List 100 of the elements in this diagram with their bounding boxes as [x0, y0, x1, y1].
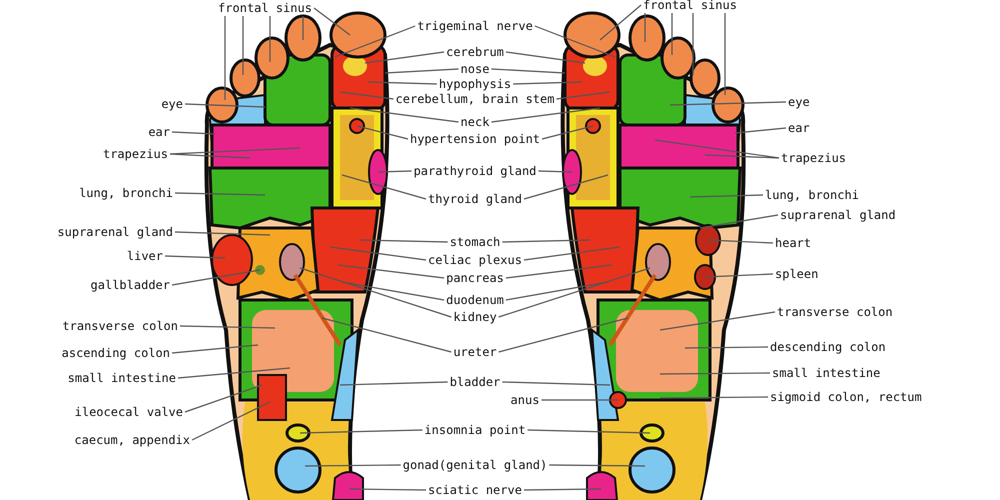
leader-line: [498, 317, 628, 353]
organ-label: gallbladder: [90, 277, 170, 293]
leader-line: [269, 16, 271, 62]
leader-line: [334, 25, 416, 58]
leader-line: [708, 239, 774, 244]
leader-line: [660, 311, 776, 331]
leader-line: [340, 381, 448, 386]
leader-line: [524, 246, 620, 261]
leader-line: [174, 192, 266, 196]
organ-label: lung, bronchi: [79, 185, 173, 201]
leader-line: [350, 107, 459, 123]
leader-line: [498, 267, 650, 318]
leader-line: [330, 246, 426, 261]
leader-line: [192, 401, 270, 441]
organ-label: nose: [460, 61, 490, 77]
leader-line: [172, 344, 258, 354]
leader-line: [184, 103, 266, 108]
leader-line: [506, 264, 612, 279]
organ-label: suprarenal gland: [57, 224, 173, 240]
organ-label: parathyroid gland: [414, 163, 536, 179]
organ-label: small intestine: [68, 370, 176, 386]
organ-label: kidney: [453, 309, 497, 325]
leader-line: [340, 91, 394, 100]
leader-line: [180, 325, 276, 329]
leader-line: [314, 8, 350, 36]
leader-line: [670, 101, 786, 106]
leader-line: [184, 384, 262, 413]
leader-line: [506, 51, 586, 64]
leader-line: [644, 13, 646, 42]
leader-line: [491, 107, 600, 123]
leader-line: [660, 372, 770, 375]
organ-label: duodenum: [446, 292, 504, 308]
organ-label: eye: [161, 96, 183, 112]
organ-label: ileocecal valve: [74, 404, 183, 420]
leader-line: [378, 170, 412, 173]
leader-line: [654, 139, 780, 159]
organ-label: neck: [460, 114, 490, 130]
organ-label: cerebrum: [446, 44, 504, 60]
leader-line: [549, 464, 645, 467]
organ-label: caecum, appendix: [74, 432, 190, 448]
leader-line: [660, 396, 768, 399]
leader-line: [302, 16, 304, 40]
leader-line: [322, 317, 452, 353]
organ-label: celiac plexus: [428, 252, 522, 268]
leader-line: [491, 68, 566, 74]
organ-label: trapezius: [781, 150, 846, 166]
organ-label: small intestine: [772, 365, 880, 381]
organ-label: insomnia point: [424, 422, 526, 438]
leader-line: [172, 131, 216, 135]
organ-label: thyroid gland: [428, 191, 522, 207]
leader-line: [384, 68, 459, 74]
leader-line: [556, 91, 610, 100]
organ-label: hypophysis: [438, 76, 512, 92]
organ-label: pancreas: [446, 270, 504, 286]
organ-label: ear: [788, 120, 810, 136]
leader-line: [524, 488, 601, 491]
organ-label: eye: [788, 94, 810, 110]
leader-line: [349, 488, 426, 491]
leader-line: [685, 346, 768, 349]
organ-label: transverse colon: [777, 304, 893, 320]
organ-label: trigeminal nerve: [417, 18, 533, 34]
organ-label: bladder: [450, 374, 500, 390]
leader-line: [541, 399, 618, 401]
leader-line: [534, 25, 616, 58]
organ-label: gonad(genital gland): [402, 457, 548, 473]
leader-line: [338, 264, 444, 279]
organ-label: frontal sinus: [643, 0, 737, 13]
leader-line: [174, 231, 270, 236]
organ-label: ear: [148, 124, 170, 140]
leader-line: [300, 429, 422, 434]
organ-label: stomach: [450, 234, 500, 250]
leader-line: [734, 127, 786, 134]
leader-line: [506, 281, 608, 301]
organ-label: descending colon: [770, 339, 886, 355]
leader-line: [305, 464, 401, 467]
leader-line: [368, 81, 437, 85]
leader-line: [224, 16, 226, 100]
leader-line: [170, 147, 300, 155]
leader-line: [538, 170, 572, 173]
organ-label: hypertension point: [410, 131, 540, 147]
leader-line: [172, 269, 260, 286]
leader-line: [524, 174, 608, 200]
organ-label: suprarenal gland: [780, 207, 896, 223]
organ-label: trapezius: [102, 146, 168, 162]
leader-line: [600, 4, 642, 40]
organ-label: frontal sinus: [218, 0, 312, 16]
organ-label: sciatic nerve: [428, 482, 522, 498]
leader-line: [360, 239, 448, 243]
organ-label: transverse colon: [62, 318, 178, 334]
leader-line: [342, 174, 426, 200]
leader-line: [528, 429, 650, 434]
organ-label: heart: [775, 235, 812, 251]
organ-label: ascending colon: [62, 345, 170, 361]
leader-line: [342, 281, 444, 301]
leader-line: [164, 255, 226, 259]
organ-label: lung, bronchi: [765, 187, 859, 203]
organ-label: sigmoid colon, rectum: [770, 389, 922, 405]
leader-line: [690, 194, 764, 198]
organ-label: cerebellum, brain stem: [396, 91, 554, 107]
leader-line: [502, 239, 590, 243]
